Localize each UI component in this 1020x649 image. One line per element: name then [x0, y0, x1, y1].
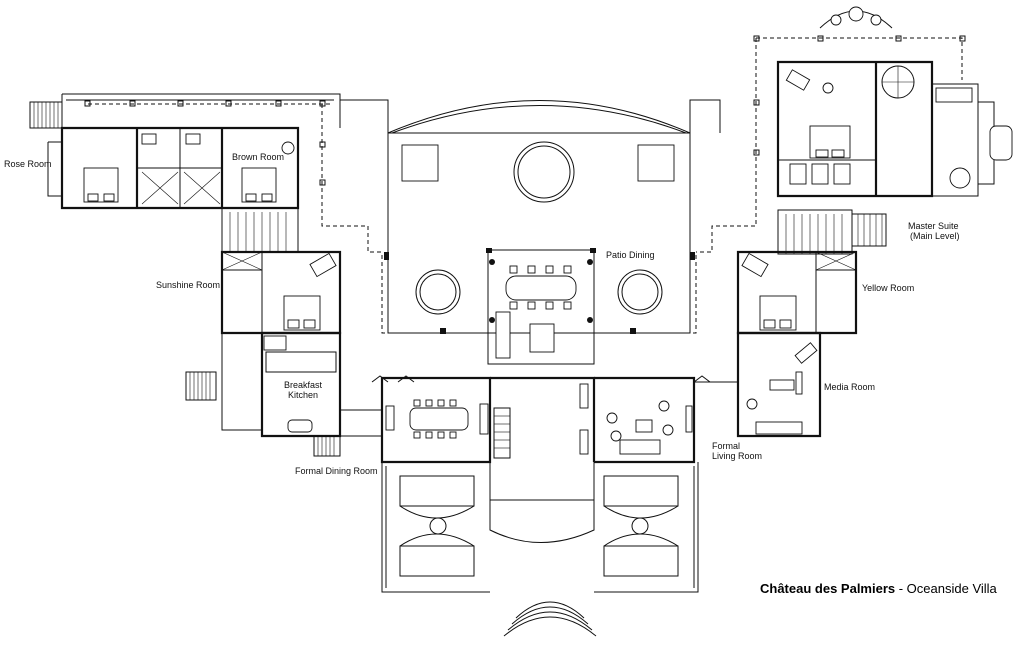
plan-title-rest: - Oceanside Villa [895, 581, 997, 596]
terrace-planter-lr [603, 545, 679, 577]
terrace-planter-ur [603, 475, 679, 507]
veranda-columns [84, 35, 966, 253]
label-breakfast-kitchen-2: Kitchen [288, 390, 318, 400]
left-wing-stairs [29, 101, 63, 129]
formal-living-room [594, 375, 738, 464]
label-breakfast-kitchen-1: Breakfast [284, 380, 323, 390]
yellow-room [736, 250, 858, 335]
rose-brown-wing [29, 93, 341, 210]
label-sunshine-room: Sunshine Room [156, 280, 220, 290]
label-brown-room: Brown Room [232, 152, 284, 162]
courtyard-planter-left [401, 144, 439, 182]
label-rose-room: Rose Room [4, 159, 52, 169]
patio-round-table-left [415, 269, 461, 315]
courtyard-planter-right [637, 144, 675, 182]
label-yellow-room: Yellow Room [862, 283, 914, 293]
formal-dining-room [339, 360, 492, 464]
label-formal-living-1: Formal [712, 441, 740, 451]
central-hall [489, 376, 596, 501]
plan-title-bold: Château des Palmiers [760, 581, 895, 596]
label-master-suite-2: (Main Level) [910, 231, 960, 241]
patio-round-table-right [617, 269, 663, 315]
label-formal-dining-room: Formal Dining Room [295, 466, 378, 476]
master-suite [776, 6, 1013, 255]
patio-dining-table [505, 275, 577, 301]
living-room-sofa [619, 439, 661, 455]
label-master-suite-1: Master Suite [908, 221, 959, 231]
courtyard-fountain [513, 141, 575, 203]
sunshine-room [220, 207, 342, 335]
lower-terrace [381, 462, 699, 637]
terrace-planter-ul [399, 475, 475, 507]
terrace-planter-ll [399, 545, 475, 577]
label-patio-dining: Patio Dining [606, 250, 655, 260]
label-media-room: Media Room [824, 382, 875, 392]
central-courtyard [340, 99, 721, 365]
patio-dining-pavilion [487, 249, 595, 365]
plan-title: Château des Palmiers - Oceanside Villa [760, 581, 998, 596]
media-room-sofa [755, 421, 803, 435]
formal-dining-table [409, 407, 469, 431]
label-formal-living-2: Living Room [712, 451, 762, 461]
media-room [736, 331, 822, 438]
